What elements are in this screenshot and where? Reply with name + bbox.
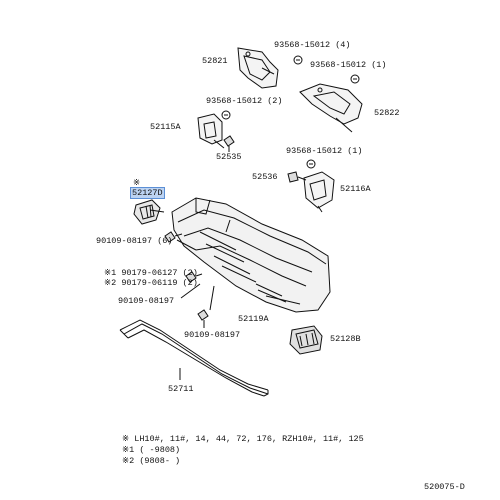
label-52535: 52535 [216,152,242,162]
bolt-52535 [223,135,235,152]
label-93568-1: 93568-15012 (1) [310,60,387,70]
label-52127d-mark: ※ [133,178,141,188]
bracket-52821 [237,47,279,89]
label-52127d[interactable]: 52127D [130,187,165,199]
label-93568-2: 93568-15012 (2) [206,96,283,106]
clip-93568-c [221,110,231,120]
note-2-date-range: ※2 (9808- ) [122,456,181,466]
label-90109-6: 90109-08197 (6) [96,236,173,246]
label-90179-06127: ※1 90179-06127 (2) [104,268,198,278]
label-52711: 52711 [168,384,194,394]
bolt-52536 [287,171,307,183]
note-1-date-range: ※1 ( -9808) [122,445,181,455]
bracket-52822 [299,83,363,133]
screw-90109-bottom [197,309,209,328]
clip-93568-a [293,55,303,65]
label-52115a: 52115A [150,122,181,132]
clip-93568-d [306,159,316,169]
label-52128b: 52128B [330,334,361,344]
cover-52127d [133,199,161,225]
label-52116a: 52116A [340,184,371,194]
label-90109-08197-b: 90109-08197 [184,330,241,340]
label-90179-06119: ※2 90179-06119 (2) [104,278,198,288]
label-52536: 52536 [252,172,278,182]
label-52119a: 52119A [238,314,269,324]
molding-52711 [119,319,269,397]
diagram-id: 520075-D [424,482,465,492]
bumper-52119a [171,197,331,313]
screw-90179 [185,271,203,283]
label-52822: 52822 [374,108,400,118]
label-93568-4: 93568-15012 (4) [274,40,351,50]
cover-52128b [289,325,323,355]
bracket-52115a [197,113,225,149]
bracket-52116a [303,171,335,213]
label-93568-1b: 93568-15012 (1) [286,146,363,156]
clip-93568-b [350,74,360,84]
label-52821: 52821 [202,56,228,66]
screw-90109-left [164,231,183,243]
note-applicability: ※ LH10#, 11#, 14, 44, 72, 176, RZH10#, 1… [122,434,364,444]
label-90109-08197-a: 90109-08197 [118,296,175,306]
